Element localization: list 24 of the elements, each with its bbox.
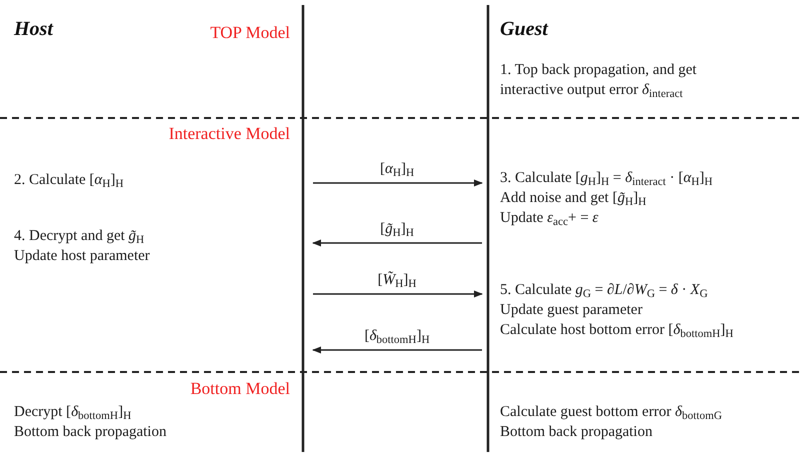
section-label: Bottom Model	[190, 378, 290, 400]
step-text: Add noise and get [g̃$_{H}$]$_{H}$	[500, 189, 646, 208]
step-text: Update guest parameter	[500, 301, 642, 320]
arrow	[312, 239, 482, 247]
step-text: 3. Calculate [g$_{H}$]$_{H}$ = δ$_{interact}$ · [α$_{H}$]$_{H}$	[500, 169, 712, 188]
step-text: Bottom back propagation	[500, 423, 652, 442]
step-text: Bottom back propagation	[14, 423, 166, 442]
step-text: 4. Decrypt and get g̃$_{H}$	[14, 227, 144, 246]
step-text: Update ε$_{acc}$+ = ε	[500, 209, 598, 228]
column-heading: Host	[14, 17, 53, 42]
column-heading: Guest	[500, 17, 548, 42]
step-text: 1. Top back propagation, and get interactive output error δ$_{interact}$	[500, 61, 698, 100]
section-label: TOP Model	[210, 22, 290, 44]
step-text: Calculate host bottom error [δ$_{bottomH}$]$_{H}$	[500, 321, 734, 340]
step-text: Calculate guest bottom error δ$_{bottomG}$	[500, 403, 722, 422]
arrow	[313, 290, 483, 298]
arrow	[312, 346, 482, 354]
step-text: 2. Calculate [α$_{H}$]$_{H}$	[14, 171, 124, 190]
arrow	[313, 179, 483, 187]
section-label: Interactive Model	[168, 123, 290, 145]
step-text: 5. Calculate g$_{G}$ = ∂L/∂W$_{G}$ = δ · X$_{G}$	[500, 281, 708, 300]
step-text: Decrypt [δ$_{bottomH}$]$_{H}$	[14, 403, 132, 422]
edge-label: [W̃$_{H}$]$_{H}$	[376, 270, 418, 290]
step-text: Update host parameter	[14, 247, 150, 266]
